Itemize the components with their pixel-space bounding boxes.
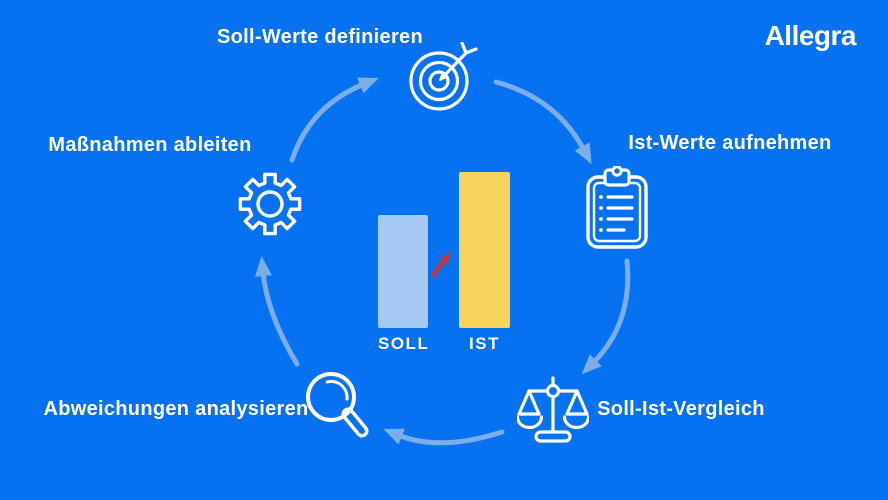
ist-bar	[459, 172, 510, 328]
gear-icon	[238, 172, 302, 236]
step-label-define-targets: Soll-Werte definieren	[217, 26, 423, 48]
ist-bar-label: IST	[469, 334, 500, 353]
soll-bar-label: SOLL	[378, 334, 430, 353]
magnifier-icon	[306, 372, 369, 438]
step-label-target-actual-comparison: Soll-Ist-Vergleich	[597, 398, 765, 420]
allegra-logo: Allegra	[764, 20, 857, 51]
soll-bar	[378, 215, 428, 328]
step-label-record-actuals: Ist-Werte aufnehmen	[628, 132, 832, 154]
cycle-arrow-to-scale	[581, 258, 631, 375]
cycle-arrow-to-target	[289, 77, 379, 163]
cycle-arrow-to-clipboard	[493, 79, 592, 165]
cycle-arrow-to-gear	[254, 256, 300, 367]
clipboard-icon	[586, 166, 648, 249]
target-icon	[409, 42, 478, 111]
step-label-analyze-deviations: Abweichungen analysieren	[43, 398, 309, 420]
cycle-arrow-to-magnifier	[383, 428, 505, 446]
step-label-derive-measures: Maßnahmen ableiten	[48, 134, 252, 156]
trend-up-arrow-icon	[430, 252, 451, 278]
scale-icon	[517, 376, 589, 443]
